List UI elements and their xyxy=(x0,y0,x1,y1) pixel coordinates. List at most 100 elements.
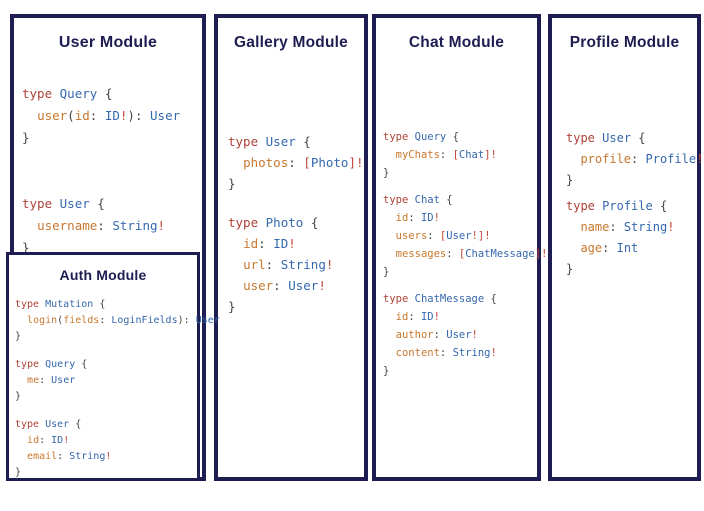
code-token xyxy=(303,215,311,230)
code-token: profile xyxy=(580,152,632,166)
code-token: ! xyxy=(325,257,334,272)
code-token xyxy=(22,108,37,123)
type-definition-block: type ChatMessage { id: ID! author: User!… xyxy=(383,290,537,380)
code-token: User xyxy=(602,131,632,145)
code-token: ID xyxy=(104,108,120,123)
code-line: type User { xyxy=(15,417,197,433)
panel-auth-module: Auth Module type Mutation { login(fields… xyxy=(6,252,220,481)
code-token: author xyxy=(395,329,434,341)
code-token: ! xyxy=(490,347,497,359)
code-token: : xyxy=(265,257,274,272)
code-token: Photo xyxy=(310,155,349,170)
code-token: User xyxy=(59,196,90,211)
code-token xyxy=(638,152,645,166)
code-token: ): xyxy=(127,108,143,123)
code-token: : xyxy=(408,311,415,323)
code-token: type xyxy=(383,194,409,206)
code-token xyxy=(228,278,243,293)
code-token: fields xyxy=(63,315,100,326)
code-line: } xyxy=(15,389,197,405)
code-block-gallery-module: type User { photos: [Photo]!}type Photo … xyxy=(228,131,364,317)
code-token: url xyxy=(243,257,266,272)
code-token xyxy=(383,149,396,161)
panel-chat-module: Chat Module type Query { myChats: [Chat]… xyxy=(372,14,547,481)
code-token: } xyxy=(228,299,236,314)
code-token xyxy=(566,152,580,166)
code-token: { xyxy=(310,215,319,230)
code-token: type xyxy=(228,134,259,149)
code-token xyxy=(228,236,243,251)
code-token: : xyxy=(288,155,296,170)
code-token: messages xyxy=(395,248,447,260)
code-token: type xyxy=(15,299,40,310)
code-line: photos: [Photo]! xyxy=(228,152,364,173)
code-token: : xyxy=(89,108,98,123)
code-token xyxy=(15,451,27,462)
code-token: ! xyxy=(471,329,478,341)
code-line: type Query { xyxy=(383,128,537,146)
code-line: } xyxy=(15,329,197,345)
code-line: id: ID! xyxy=(383,308,537,326)
code-token: ChatMessage xyxy=(414,293,485,305)
code-token: Profile xyxy=(645,152,697,166)
code-token: : xyxy=(631,152,639,166)
code-line: } xyxy=(228,296,364,317)
code-token: Mutation xyxy=(45,299,94,310)
code-token xyxy=(383,311,396,323)
code-line: } xyxy=(228,173,364,194)
code-token: ! xyxy=(433,212,440,224)
code-token: : xyxy=(99,315,106,326)
panel-title-gallery-module: Gallery Module xyxy=(234,34,348,51)
type-definition-block: type Chat { id: ID! users: [User!]! mess… xyxy=(383,191,547,281)
code-token: { xyxy=(75,419,82,430)
code-token: name xyxy=(580,220,610,234)
code-token: photos xyxy=(243,155,289,170)
code-token: : xyxy=(97,218,105,233)
code-token: type xyxy=(15,359,40,370)
code-token: ): xyxy=(177,315,190,326)
code-token: type xyxy=(22,196,53,211)
code-token xyxy=(566,241,580,255)
code-line: type Profile { xyxy=(566,196,697,217)
code-line: } xyxy=(566,259,697,280)
type-definition-block: type Query { myChats: [Chat]!} xyxy=(383,128,537,182)
code-token: ID xyxy=(420,212,434,224)
code-token: ID xyxy=(51,435,64,446)
code-token: : xyxy=(273,278,281,293)
code-token: ChatMessage xyxy=(465,248,535,260)
panel-title-chat-module: Chat Module xyxy=(408,34,505,51)
code-token: String xyxy=(69,451,106,462)
code-token xyxy=(15,315,27,326)
code-token xyxy=(383,248,396,260)
code-line: user(id: ID!): User xyxy=(22,105,202,127)
code-token: ID xyxy=(273,236,289,251)
code-token: : xyxy=(408,212,415,224)
code-token: id xyxy=(395,311,409,323)
code-token: } xyxy=(22,130,30,145)
code-line: login(fields: LoginFields): User xyxy=(15,313,220,329)
code-block-chat-module: type Query { myChats: [Chat]!}type Chat … xyxy=(383,128,547,380)
code-line: email: String! xyxy=(15,449,197,465)
code-token: User xyxy=(265,134,296,149)
code-line: type ChatMessage { xyxy=(383,290,537,308)
panel-title-profile-module: Profile Module xyxy=(569,34,680,51)
code-token: ! xyxy=(288,236,296,251)
code-token: : xyxy=(439,347,447,359)
code-token: ! xyxy=(696,152,704,166)
code-line: type User { xyxy=(228,131,364,152)
code-line: name: String! xyxy=(566,217,697,238)
code-token: id xyxy=(243,236,259,251)
code-token: login xyxy=(27,315,58,326)
code-line: myChats: [Chat]! xyxy=(383,146,537,164)
code-token: User xyxy=(446,230,472,242)
code-token xyxy=(228,257,243,272)
code-token: } xyxy=(383,266,390,278)
code-token: : xyxy=(258,236,266,251)
code-token: User xyxy=(45,419,70,430)
code-token: ! xyxy=(157,218,166,233)
code-token: type xyxy=(383,293,409,305)
code-token: : xyxy=(609,220,617,234)
code-line: type User { xyxy=(22,193,202,215)
code-token: Query xyxy=(45,359,76,370)
code-token: } xyxy=(22,240,30,255)
